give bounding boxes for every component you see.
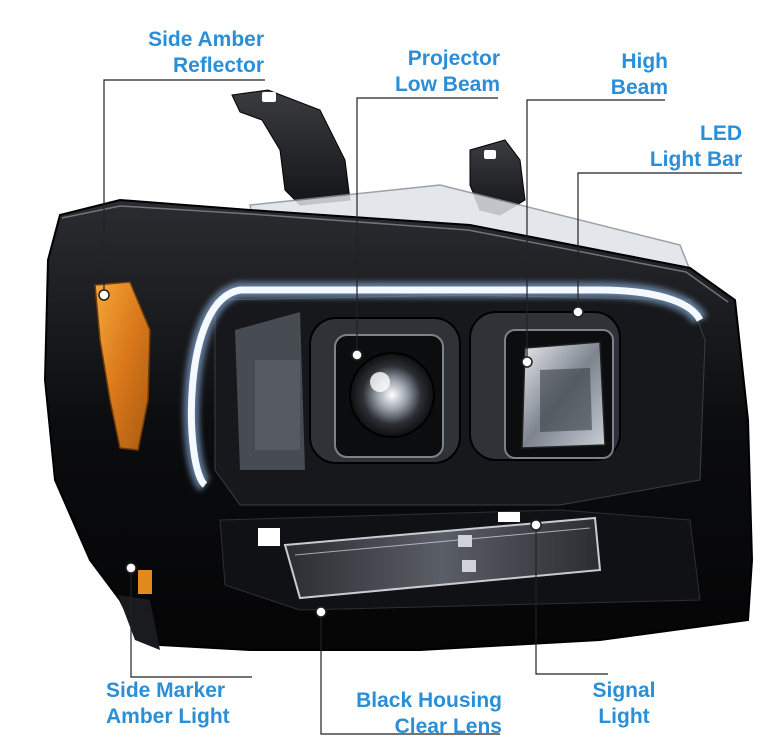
label-side-amber-reflector: Side Amber Reflector bbox=[148, 28, 264, 77]
callout-dot-side-amber-reflector bbox=[98, 289, 110, 301]
amber-reflector bbox=[94, 281, 151, 451]
label-led-light-bar: LED Light Bar bbox=[649, 122, 742, 171]
callout-dot-side-marker bbox=[125, 562, 137, 574]
callout-dot-led-light-bar bbox=[572, 306, 584, 318]
callout-dot-projector-low-beam bbox=[351, 349, 363, 361]
signal-light bbox=[283, 516, 602, 600]
label-high-beam: High Beam bbox=[610, 50, 668, 99]
callout-dot-high-beam bbox=[521, 356, 533, 368]
label-projector-low-beam: Projector Low Beam bbox=[394, 47, 500, 96]
projector-low-beam bbox=[309, 317, 461, 464]
leader-lines bbox=[103, 79, 742, 735]
led-light-bar bbox=[183, 282, 708, 492]
callout-dot-signal-light bbox=[530, 519, 542, 531]
callout-dot-black-housing bbox=[315, 606, 327, 618]
high-beam bbox=[469, 311, 621, 461]
mounting-bracket-left bbox=[231, 89, 351, 206]
side-marker-light bbox=[118, 570, 160, 650]
label-side-marker-amber-light: Side Marker Amber Light bbox=[106, 679, 230, 728]
label-black-housing-clear-lens: Black Housing Clear Lens bbox=[356, 689, 502, 738]
label-signal-light: Signal Light bbox=[592, 679, 656, 728]
